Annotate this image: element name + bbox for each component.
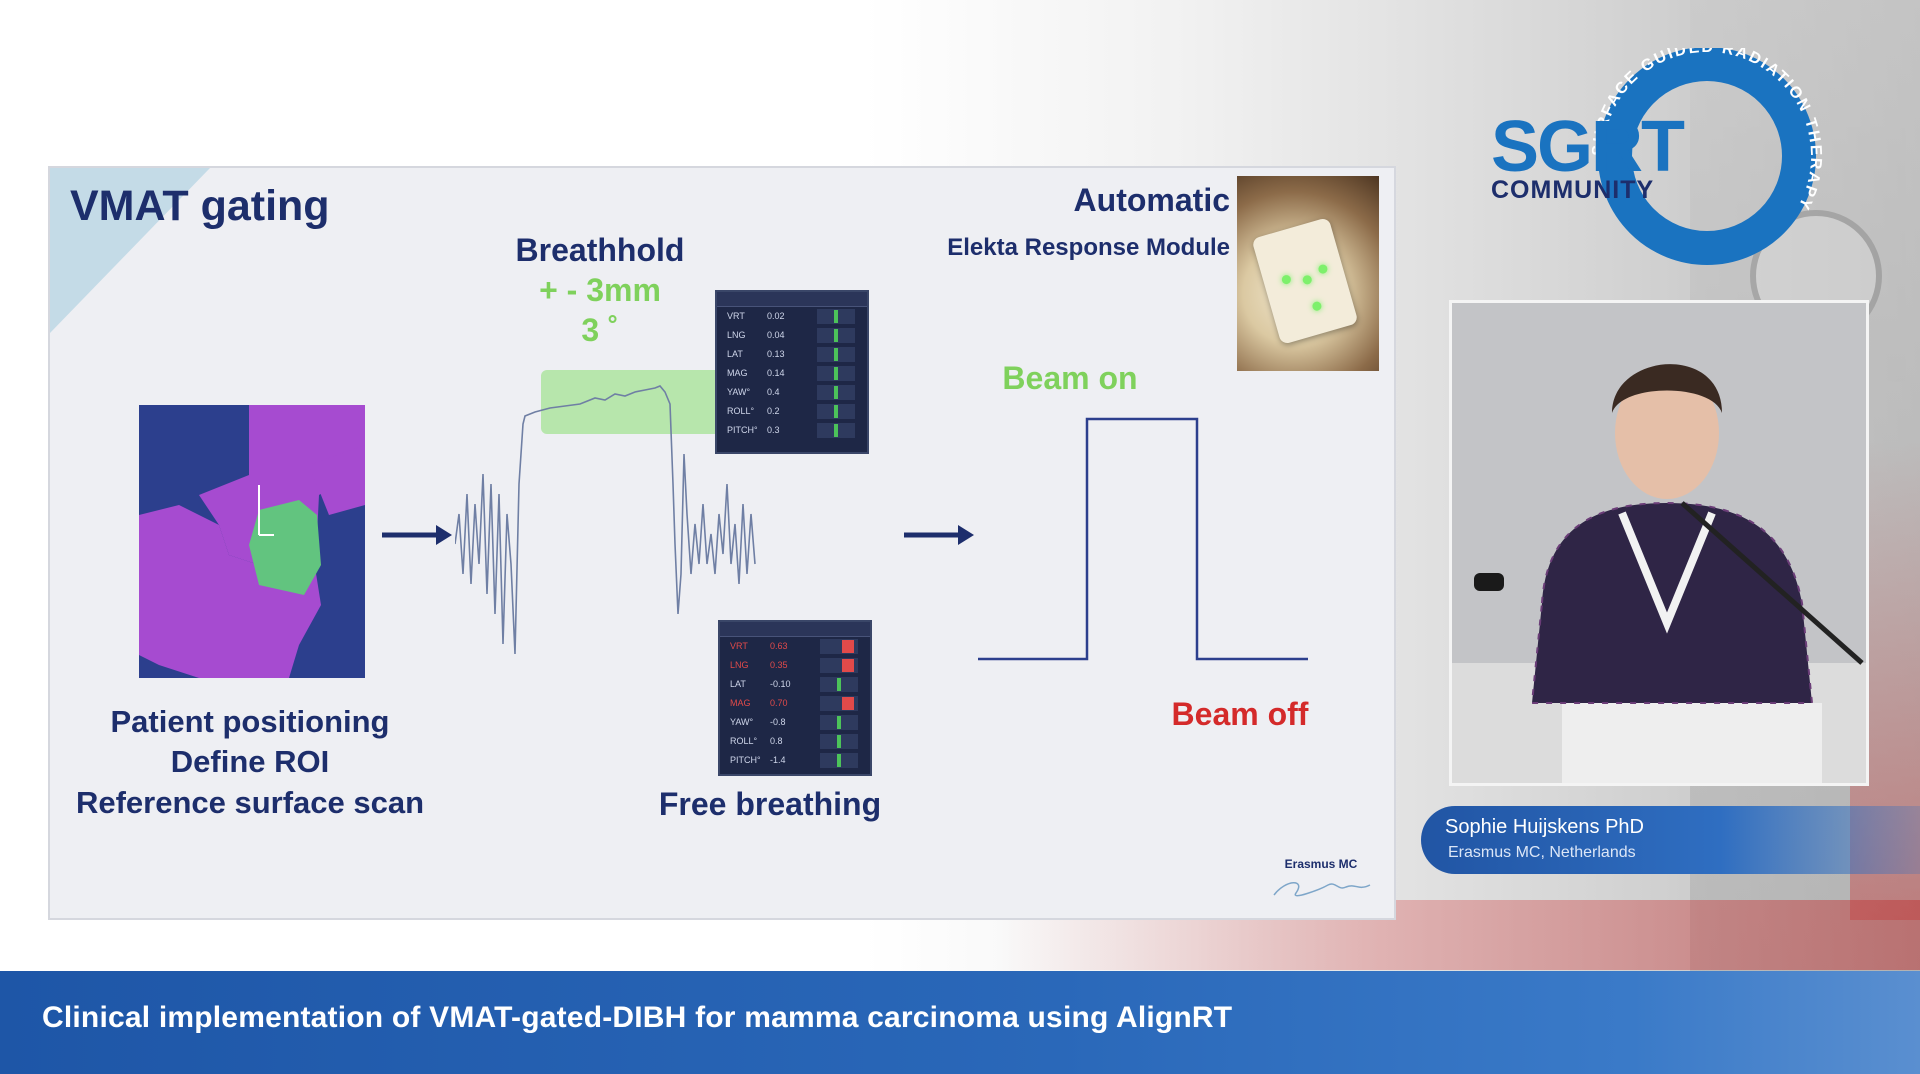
speaker-lower-third: Sophie Huijskens PhD Erasmus MC, Netherl…: [1421, 806, 1920, 874]
arrow-right-icon: [382, 525, 452, 545]
breathhold-label: Breathhold: [515, 232, 685, 268]
tolerance-mm: + - 3mm: [539, 272, 661, 308]
erasmus-logo-text: Erasmus MC: [1284, 857, 1358, 871]
speaker-image: [1452, 303, 1866, 783]
automatic-label: Automatic: [1073, 182, 1230, 218]
speaker-name: Sophie Huijskens PhD: [1445, 816, 1644, 838]
slide-corner-accent: [50, 168, 210, 333]
caption-define-roi: Define ROI: [170, 744, 330, 779]
speaker-video-feed: [1449, 300, 1869, 786]
sgrt-community-logo: SURFACE GUIDED RADIATION THERAPY SGRT CO…: [1485, 39, 1825, 268]
response-module-label: Elekta Response Module: [947, 234, 1230, 261]
erasmus-mc-logo: Erasmus MC: [1266, 857, 1376, 907]
surface-scan-image: [139, 405, 365, 678]
arrow-right-icon: [904, 525, 974, 545]
presentation-slide: VMAT gating Patient positioning Define R…: [48, 166, 1396, 920]
breathing-trace: [455, 370, 756, 655]
beam-on-label: Beam on: [1002, 360, 1138, 396]
sgrt-community-text: COMMUNITY: [1491, 176, 1655, 204]
elekta-response-module-photo: [1237, 176, 1379, 371]
beam-gating-signal: [978, 417, 1308, 661]
talk-title: Clinical implementation of VMAT-gated-DI…: [42, 1001, 1233, 1034]
free-breathing-label: Free breathing: [658, 786, 882, 822]
sgrt-wordmark: SGRT: [1491, 107, 1685, 187]
caption-reference-scan: Reference surface scan: [75, 785, 425, 820]
caption-patient-positioning: Patient positioning: [110, 704, 390, 739]
beam-off-label: Beam off: [1171, 696, 1309, 732]
sgrt-ring-icon: SURFACE GUIDED RADIATION THERAPY: [1590, 39, 1822, 265]
tolerance-deg: 3 ˚: [581, 312, 619, 348]
bottom-title-banner: Clinical implementation of VMAT-gated-DI…: [0, 971, 1920, 1074]
erasmus-signature-icon: [1273, 882, 1371, 897]
speaker-affiliation: Erasmus MC, Netherlands: [1448, 844, 1636, 861]
slide-title: VMAT gating: [70, 182, 330, 230]
